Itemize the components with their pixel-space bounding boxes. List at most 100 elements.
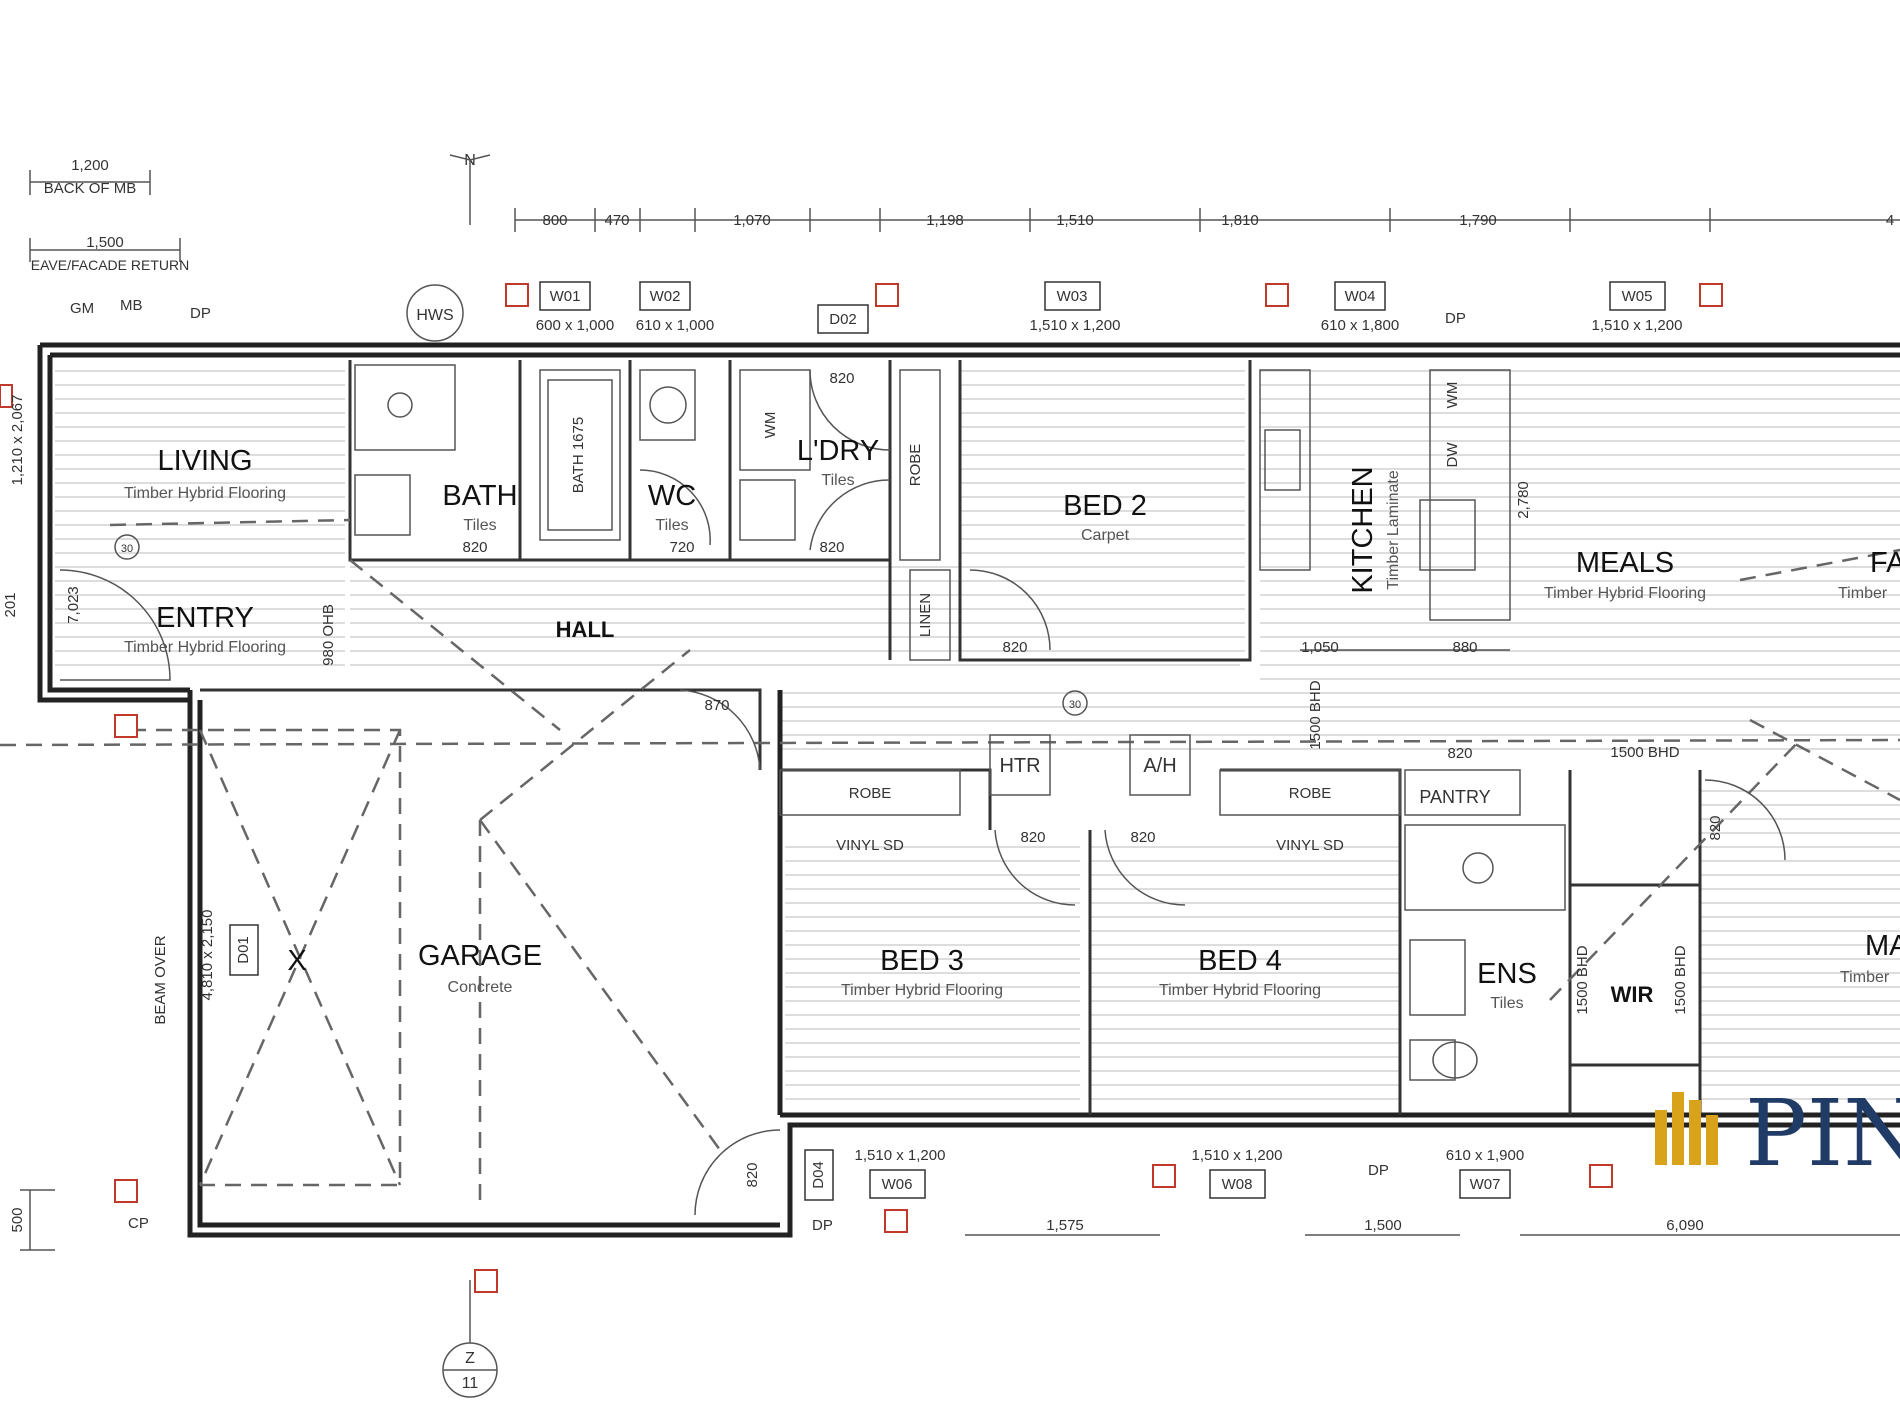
- room-bath: BATH: [442, 480, 517, 512]
- dishwasher-label: DW: [1444, 442, 1461, 468]
- door-d01-tag: D01: [235, 936, 252, 964]
- dim-door-bath: 820: [462, 539, 487, 556]
- room-living: LIVING: [157, 445, 252, 477]
- downpipe-label-4: DP: [812, 1217, 833, 1234]
- external-walls: [37, 342, 1900, 1238]
- dim-door-bed2: 820: [1002, 639, 1027, 656]
- room-garage: GARAGE: [418, 940, 542, 972]
- room-garage-floor: Concrete: [448, 979, 513, 996]
- window-w08-size: 1,510 x 1,200: [1192, 1147, 1283, 1164]
- dim-door-ldry: 820: [819, 539, 844, 556]
- smoke-detector-1: 30: [121, 543, 133, 555]
- vinyl-sd-bed4-label: VINYL SD: [1276, 837, 1344, 854]
- dim-bhd-wir-left: 1500 BHD: [1574, 945, 1591, 1014]
- downpipe-label-3: DP: [1368, 1162, 1389, 1179]
- window-w08-tag: W08: [1222, 1176, 1253, 1193]
- dim-bottom-1575: 1,575: [1046, 1217, 1084, 1234]
- hot-water-system-label: HWS: [416, 307, 453, 324]
- window-w04-tag: W04: [1345, 288, 1376, 305]
- window-w01-size: 600 x 1,000: [536, 317, 614, 334]
- dim-top-800: 800: [542, 212, 567, 229]
- dim-door-master: 820: [1707, 815, 1724, 840]
- bath-size-label: BATH 1675: [570, 417, 587, 493]
- robe-bed3-label: ROBE: [849, 785, 892, 802]
- room-family-partial-floor: Timber: [1838, 585, 1888, 602]
- window-w06-tag: W06: [882, 1176, 913, 1193]
- door-d04-tag: D04: [810, 1161, 827, 1189]
- air-handler-label: A/H: [1143, 755, 1176, 777]
- room-kitchen-floor: Timber Laminate: [1385, 470, 1402, 590]
- room-entry: ENTRY: [156, 602, 254, 634]
- dim-door-garage-side: 820: [744, 1162, 761, 1187]
- dim-door-pantry: 820: [1447, 745, 1472, 762]
- dim-2780: 2,780: [1515, 481, 1532, 519]
- robe-bed4-label: ROBE: [1289, 785, 1332, 802]
- window-w03-tag: W03: [1057, 288, 1088, 305]
- dimension-lines: [20, 170, 1900, 1251]
- dim-500: 500: [9, 1207, 26, 1232]
- dim-door-ldry-top: 820: [829, 370, 854, 387]
- room-bath-floor: Tiles: [463, 517, 496, 534]
- logo-mark: [1655, 1092, 1718, 1165]
- dim-bottom-1500: 1,500: [1364, 1217, 1402, 1234]
- dim-880: 880: [1452, 639, 1477, 656]
- room-entry-floor: Timber Hybrid Flooring: [124, 639, 286, 656]
- dim-top-470: 470: [604, 212, 629, 229]
- window-w05-size: 1,510 x 1,200: [1592, 317, 1683, 334]
- dim-top-partial: 4: [1886, 212, 1894, 229]
- room-wc-floor: Tiles: [655, 517, 688, 534]
- fixtures: [114, 284, 1566, 1081]
- room-living-floor: Timber Hybrid Flooring: [124, 485, 286, 502]
- vinyl-sd-bed3-label: VINYL SD: [836, 837, 904, 854]
- dim-back-of-mb: 1,200: [71, 157, 109, 174]
- room-ensuite-floor: Tiles: [1490, 995, 1523, 1012]
- downpipe-label-1: DP: [190, 305, 211, 322]
- window-w05-tag: W05: [1622, 288, 1653, 305]
- dim-eave: 1,500: [86, 234, 124, 251]
- room-bed4: BED 4: [1198, 945, 1282, 977]
- window-tag-boxes: [229, 281, 1666, 1201]
- cp-label: CP: [128, 1215, 149, 1232]
- dim-bhd-horizontal: 1500 BHD: [1610, 744, 1679, 761]
- room-ensuite: ENS: [1477, 958, 1537, 990]
- dim-201: 201: [2, 592, 19, 617]
- red-tags: [0, 283, 1723, 1293]
- garage-door-size: 4,810 x 2,150: [199, 910, 216, 1001]
- window-w02-size: 610 x 1,000: [636, 317, 714, 334]
- door-swings: [59, 369, 1786, 1216]
- window-w04-size: 610 x 1,800: [1321, 317, 1399, 334]
- room-wc: WC: [648, 480, 696, 512]
- dim-bhd-vertical: 1500 BHD: [1307, 680, 1324, 749]
- dim-door-garage: 870: [704, 697, 729, 714]
- window-w01-tag: W01: [550, 288, 581, 305]
- door-d02-tag: D02: [829, 311, 857, 328]
- washing-machine-label: WM: [762, 412, 779, 439]
- wm-kitchen-label: WM: [1444, 382, 1461, 409]
- room-pantry: PANTRY: [1419, 787, 1490, 807]
- dim-top-1810: 1,810: [1221, 212, 1259, 229]
- section-marker: [442, 1280, 498, 1398]
- dim-bottom-6090: 6,090: [1666, 1217, 1704, 1234]
- room-hall: HALL: [556, 617, 615, 642]
- dim-hall-width: 980 OHB: [320, 604, 337, 666]
- room-bed2: BED 2: [1063, 490, 1147, 522]
- dim-door-bed4: 820: [1130, 829, 1155, 846]
- room-laundry: L'DRY: [797, 435, 879, 467]
- window-w07-tag: W07: [1470, 1176, 1501, 1193]
- window-w03-size: 1,510 x 1,200: [1030, 317, 1121, 334]
- linen-label: LINEN: [917, 593, 934, 637]
- beam-over-label: BEAM OVER: [152, 935, 169, 1024]
- downpipe-label-2: DP: [1445, 310, 1466, 327]
- floor-hatching: [55, 365, 1900, 1110]
- window-w02-tag: W02: [650, 288, 681, 305]
- window-w06-size: 1,510 x 1,200: [855, 1147, 946, 1164]
- dim-7023: 7,023: [65, 586, 82, 624]
- dim-1210: 1,210 x 2,067: [9, 395, 26, 486]
- room-laundry-floor: Tiles: [821, 472, 854, 489]
- north-arrow-icon: [449, 154, 491, 225]
- dim-back-of-mb-label: BACK OF MB: [44, 180, 137, 197]
- dim-top-1070: 1,070: [733, 212, 771, 229]
- room-meals: MEALS: [1576, 547, 1674, 579]
- section-ref-top: Z: [465, 1350, 475, 1367]
